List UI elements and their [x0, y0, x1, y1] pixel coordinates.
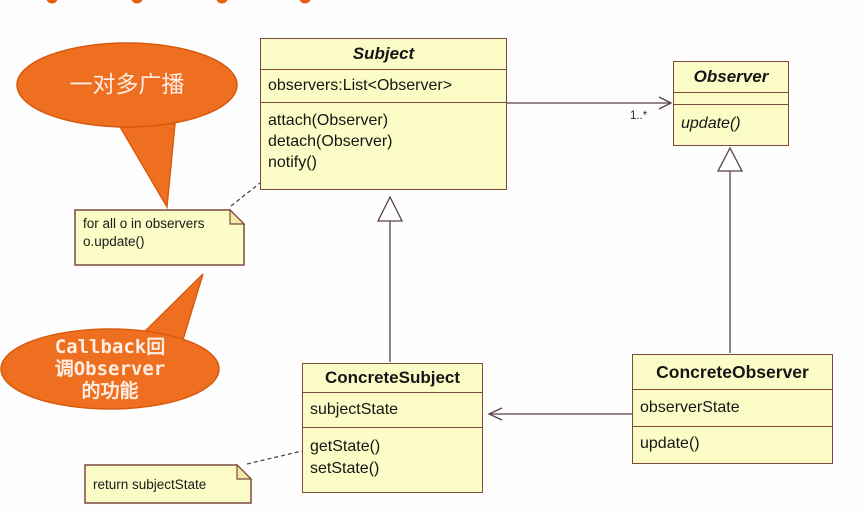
callback-callout-bubble — [0, 273, 220, 410]
class-methods-subject: attach(Observer) detach(Observer) notify… — [261, 103, 506, 173]
method: attach(Observer) — [268, 112, 389, 129]
class-attrs-concrete-subject: subjectState — [303, 393, 482, 428]
note-link-dashed-line-2 — [246, 450, 303, 465]
method: update() — [640, 435, 700, 452]
method: setState() — [310, 460, 380, 477]
class-title-concrete-observer: ConcreteObserver — [633, 355, 832, 390]
notify-note-text: for all o in observers o.update() — [83, 216, 205, 249]
class-methods-concrete-observer: update() — [633, 427, 832, 461]
cropped-title-fragments — [46, 0, 311, 4]
method: notify() — [268, 154, 317, 171]
class-title-subject: Subject — [261, 39, 506, 70]
class-title-concrete-subject: ConcreteSubject — [303, 364, 482, 393]
class-box-concrete-observer: ConcreteObserver observerState update() — [632, 354, 833, 464]
class-box-observer: Observer update() — [673, 61, 789, 146]
broadcast-callout-bubble — [16, 42, 238, 210]
broadcast-callout-text: 一对多广播 — [69, 71, 185, 97]
notify-note-shape — [74, 208, 246, 266]
attribute: observerState — [640, 399, 740, 416]
subject-observer-association-arrow — [507, 96, 673, 110]
class-title-observer: Observer — [674, 62, 788, 93]
method: detach(Observer) — [268, 133, 393, 150]
concreteobserver-concretesubject-association-arrow — [487, 407, 632, 421]
method: update() — [681, 115, 741, 132]
concreteobserver-observer-generalization — [716, 146, 744, 353]
class-attrs-concrete-observer: observerState — [633, 390, 832, 427]
getstate-note-shape — [84, 463, 253, 504]
multiplicity-label: 1..* — [630, 110, 648, 122]
attribute: subjectState — [310, 401, 399, 418]
method: getState() — [310, 438, 381, 455]
getstate-note-text: return subjectState — [93, 477, 207, 492]
class-methods-concrete-subject: getState() setState() — [303, 428, 482, 480]
concretesubject-subject-generalization — [376, 195, 404, 362]
class-attrs-observer — [674, 93, 788, 105]
class-attrs-subject: observers:List<Observer> — [261, 70, 506, 103]
class-box-concrete-subject: ConcreteSubject subjectState getState() … — [302, 363, 483, 493]
note-link-dashed-line-1 — [230, 182, 261, 207]
callback-callout-text: Callback回 调Observer 的功能 — [54, 336, 166, 402]
class-box-subject: Subject observers:List<Observer> attach(… — [260, 38, 507, 190]
class-methods-observer: update() — [674, 105, 788, 142]
attribute: observers:List<Observer> — [268, 77, 453, 94]
